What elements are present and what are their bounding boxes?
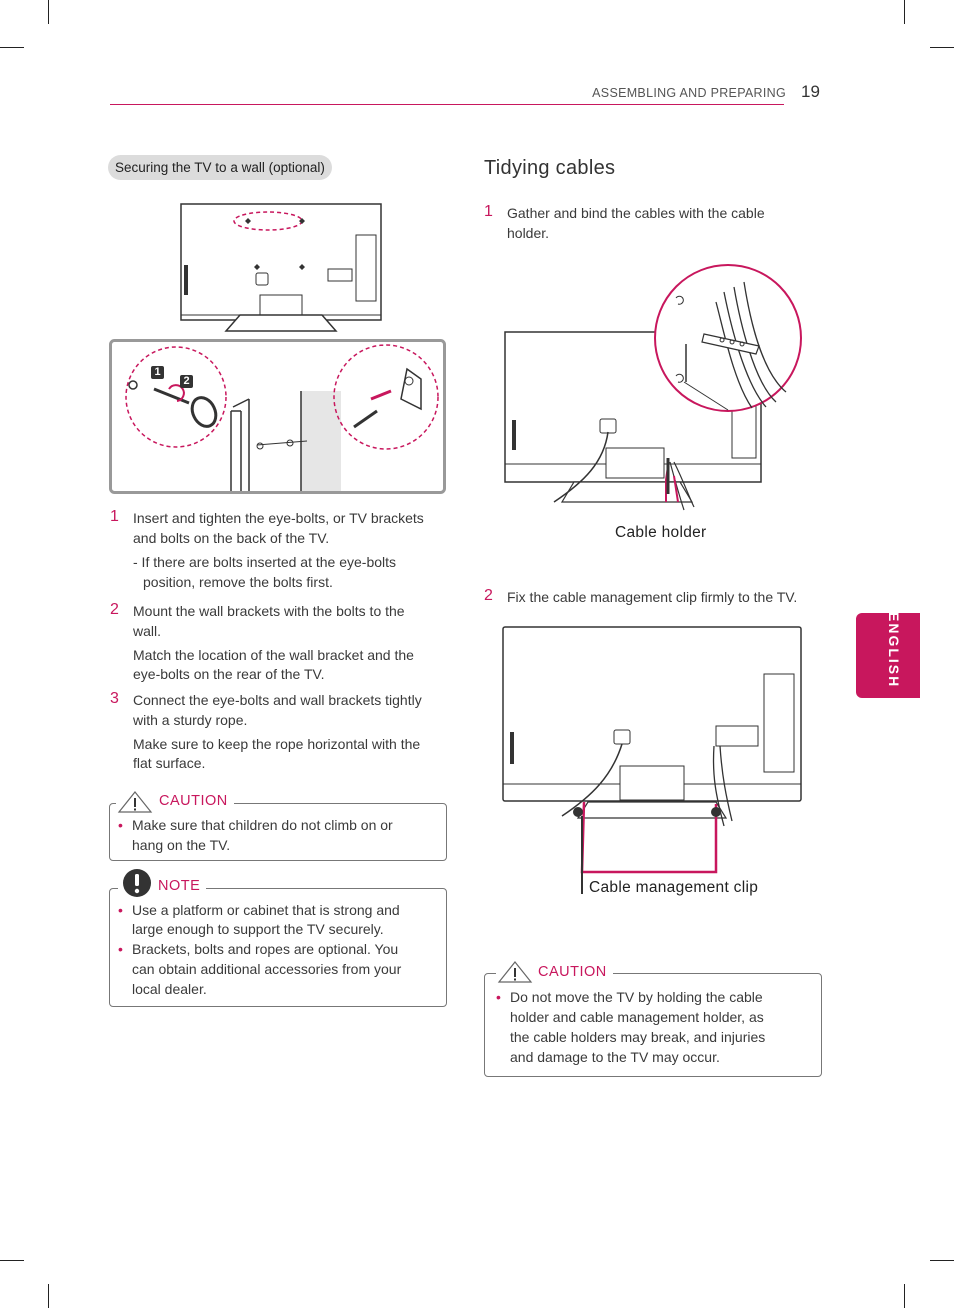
header-rule	[110, 104, 784, 105]
right-step-2: 2 Fix the cable management clip firmly t…	[484, 587, 834, 611]
tv-back-illustration	[180, 203, 382, 332]
bullet-line: local dealer.	[132, 981, 207, 997]
step-2: 2 Mount the wall brackets with the bolts…	[110, 601, 450, 645]
step-3-note: Make sure to keep the rope horizontal wi…	[133, 735, 453, 773]
bullet-dot: •	[118, 817, 123, 833]
step-number: 1	[484, 203, 493, 220]
crop-mark	[930, 47, 954, 48]
note-item: • Use a platform or cabinet that is stro…	[118, 900, 438, 940]
subnote-line: position, remove the bolts first.	[143, 574, 333, 590]
crop-mark	[904, 0, 905, 24]
caution-icon	[496, 960, 534, 984]
step-text-line: Gather and bind the cables with the cabl…	[507, 205, 765, 221]
bullet-line: the cable holders may break, and injurie…	[510, 1029, 766, 1045]
running-header: ASSEMBLING AND PREPARING	[592, 86, 786, 100]
caution-item: • Do not move the TV by holding the cabl…	[496, 987, 816, 1067]
bullet-line: Do not move the TV by holding the cable	[510, 989, 763, 1005]
note-line: eye-bolts on the rear of the TV.	[133, 666, 325, 682]
language-tab-label: ENGLISH	[886, 612, 902, 689]
note-icon	[118, 867, 154, 899]
bullet-line: can obtain additional accessories from y…	[132, 961, 402, 977]
right-step-1: 1 Gather and bind the cables with the ca…	[484, 203, 824, 247]
bullet-line: Use a platform or cabinet that is strong…	[132, 902, 400, 918]
bullet-line: Brackets, bolts and ropes are optional. …	[132, 941, 399, 957]
caution-icon	[116, 790, 154, 814]
cable-clip-illustration	[502, 626, 802, 894]
bullet-line: holder and cable management holder, as	[510, 1009, 764, 1025]
note-box	[109, 888, 447, 1007]
caution-item: • Make sure that children do not climb o…	[118, 815, 438, 855]
figure-label: Cable management clip	[589, 879, 759, 896]
figure-label: Cable holder	[615, 524, 707, 541]
bullet-dot: •	[118, 902, 123, 918]
crop-mark	[930, 1260, 954, 1261]
cable-holder-illustration	[504, 264, 802, 511]
caution-box	[109, 803, 447, 861]
bullet-line: Make sure that children do not climb on …	[132, 817, 393, 833]
bullet-line: large enough to support the TV securely.	[132, 921, 384, 937]
step-1: 1 Insert and tighten the eye-bolts, or T…	[110, 508, 450, 552]
caution-title: CAUTION	[532, 964, 613, 980]
bullet-dot: •	[496, 989, 501, 1005]
note-line: Make sure to keep the rope horizontal wi…	[133, 736, 421, 752]
step-badge-1: 1	[151, 366, 164, 379]
crop-mark	[904, 1284, 905, 1308]
crop-mark	[0, 1260, 24, 1261]
note-line: Match the location of the wall bracket a…	[133, 647, 414, 663]
crop-mark	[48, 0, 49, 24]
step-2-note: Match the location of the wall bracket a…	[133, 646, 453, 684]
language-tab	[856, 613, 920, 698]
note-title: NOTE	[152, 878, 207, 894]
note-line: flat surface.	[133, 755, 206, 771]
wall-mount-illustration	[109, 339, 446, 494]
crop-mark	[48, 1284, 49, 1308]
step-number: 2	[484, 587, 493, 604]
caution-box	[484, 973, 822, 1077]
step-1-subnote: - If there are bolts inserted at the eye…	[133, 553, 453, 592]
caution-title: CAUTION	[153, 793, 234, 809]
subnote-line: - If there are bolts inserted at the eye…	[133, 554, 397, 570]
step-3: 3 Connect the eye-bolts and wall bracket…	[110, 690, 450, 734]
step-number: 1	[110, 508, 119, 525]
step-number: 2	[110, 601, 119, 618]
bullet-line: hang on the TV.	[132, 837, 231, 853]
step-number: 3	[110, 690, 119, 707]
step-text-line: wall.	[133, 623, 162, 639]
step-text-line: Fix the cable management clip firmly to …	[507, 589, 798, 605]
step-text-line: and bolts on the back of the TV.	[133, 530, 330, 546]
bullet-dot: •	[118, 941, 123, 957]
step-text-line: Connect the eye-bolts and wall brackets …	[133, 692, 422, 708]
step-text-line: holder.	[507, 225, 550, 241]
crop-mark	[0, 47, 24, 48]
subsection-label: Securing the TV to a wall (optional)	[108, 155, 332, 180]
step-text-line: with a sturdy rope.	[133, 712, 248, 728]
section-title: Tidying cables	[484, 157, 616, 179]
page-number: 19	[801, 82, 820, 101]
step-text-line: Insert and tighten the eye-bolts, or TV …	[133, 510, 424, 526]
bullet-line: and damage to the TV may occur.	[510, 1049, 720, 1065]
step-text-line: Mount the wall brackets with the bolts t…	[133, 603, 405, 619]
note-item: • Brackets, bolts and ropes are optional…	[118, 939, 438, 999]
step-badge-2: 2	[180, 375, 193, 388]
